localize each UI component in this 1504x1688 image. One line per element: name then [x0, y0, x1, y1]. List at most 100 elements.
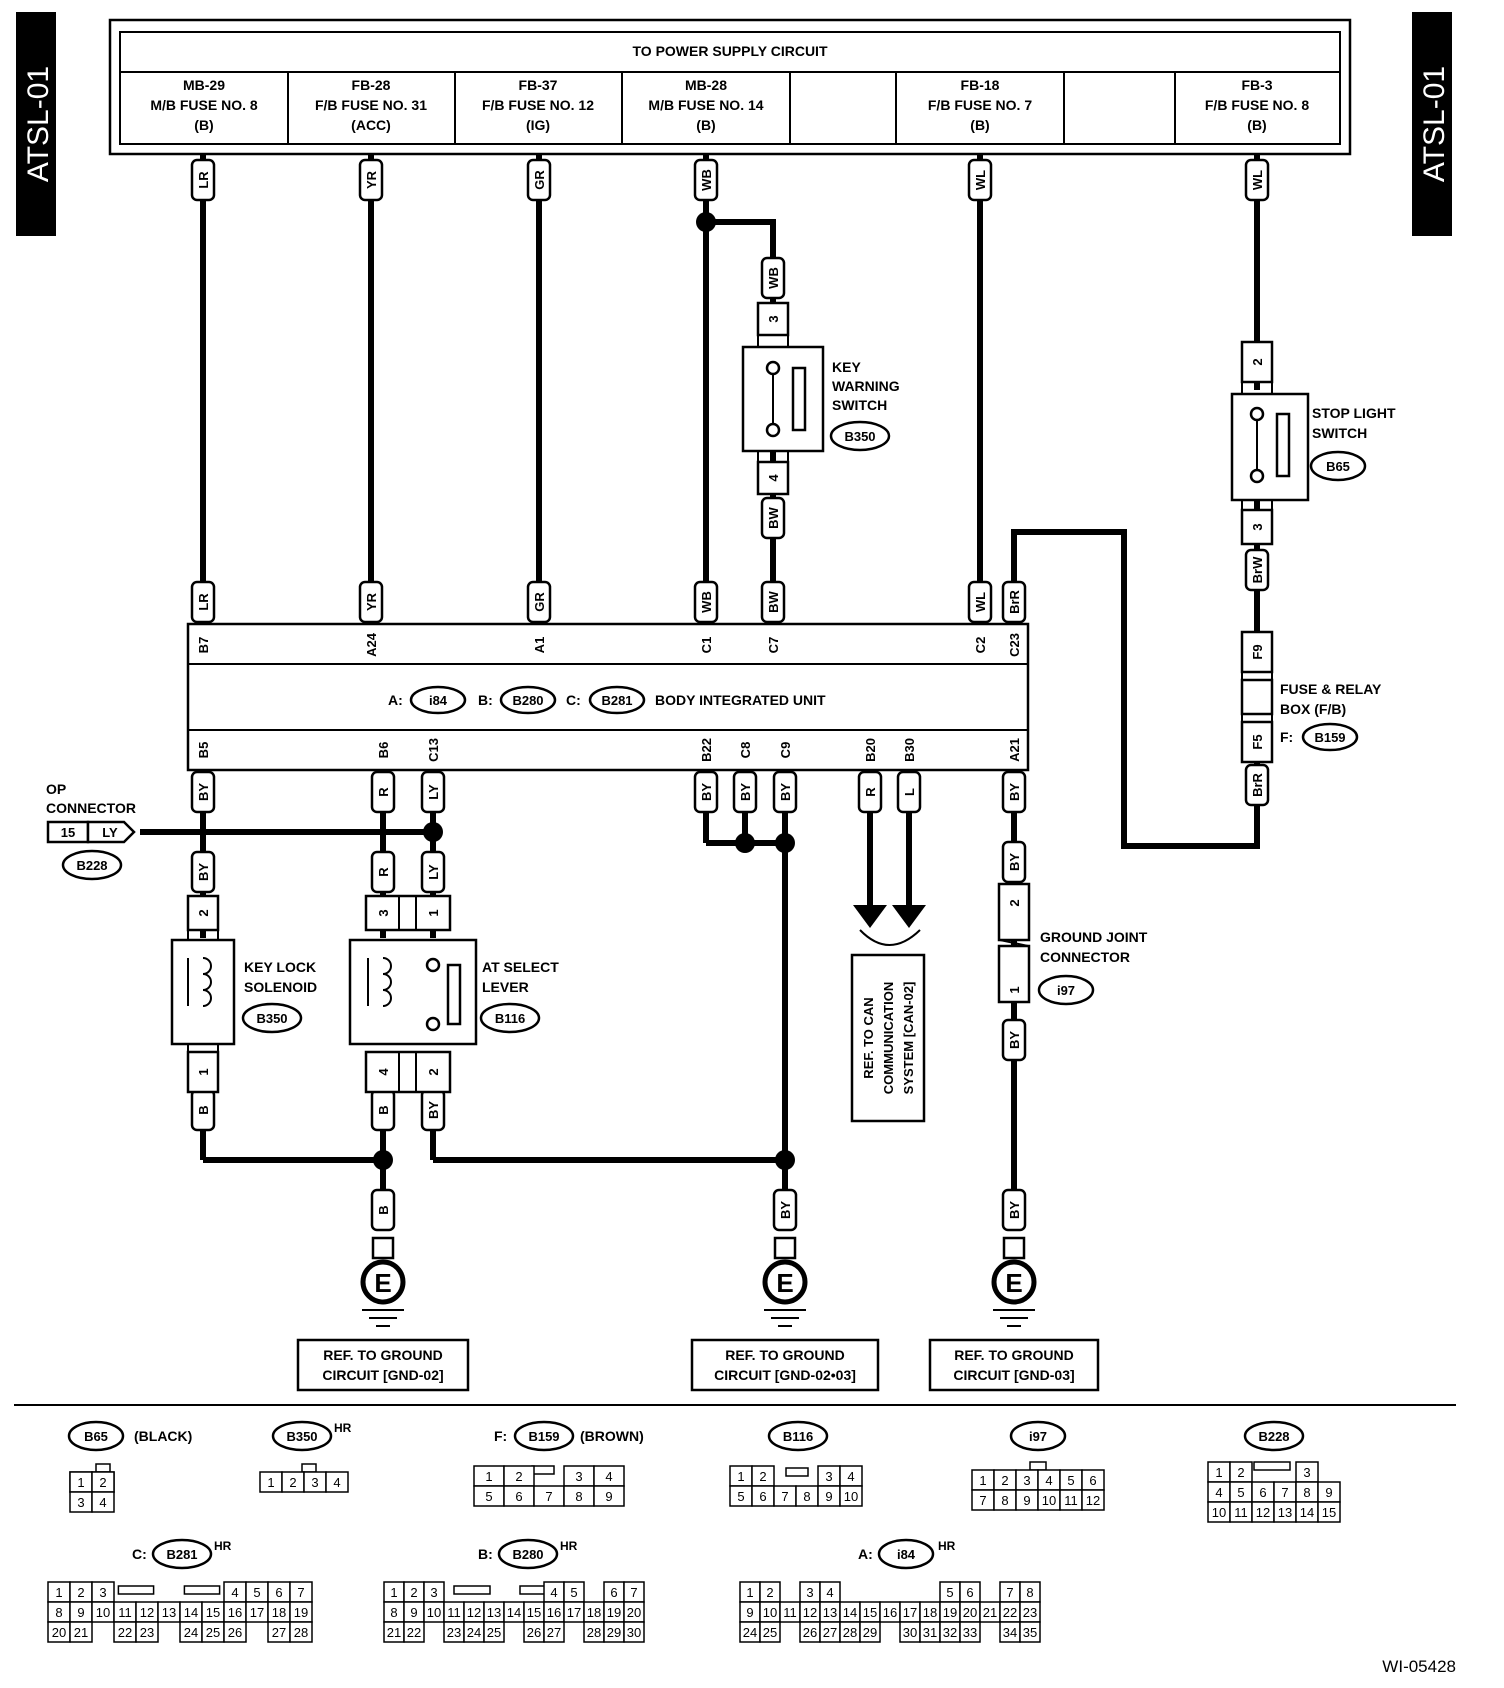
pin-label: C8: [738, 742, 753, 759]
pin-number: 6: [759, 1489, 766, 1504]
connector-view-labels: B65 (BLACK) B350 HR F: B159 (BROWN) B116…: [67, 1420, 1305, 1570]
pin-number: 25: [487, 1625, 501, 1640]
pin-cell: [959, 1621, 981, 1643]
fuse-desc: F/B FUSE NO. 31: [315, 97, 427, 113]
pin-cell: [483, 1621, 505, 1643]
pin-label: 3: [376, 909, 391, 916]
pin-label: 1: [196, 1068, 211, 1075]
pin-number: 28: [843, 1625, 857, 1640]
fuse-desc: F/B FUSE NO. 12: [482, 97, 594, 113]
pin-number: 7: [630, 1585, 637, 1600]
view-name-i84: i84: [897, 1547, 916, 1562]
fuse-desc: F/B FUSE NO. 7: [928, 97, 1032, 113]
pin-number: 24: [467, 1625, 481, 1640]
pin-number: 20: [963, 1605, 977, 1620]
ground-ref-1: REF. TO GROUND: [725, 1347, 845, 1363]
ground-joint-label-2: CONNECTOR: [1040, 949, 1130, 965]
pin-label: B22: [699, 738, 714, 762]
pin-number: 1: [267, 1475, 274, 1490]
pin-number: 1: [1215, 1465, 1222, 1480]
wire-tag: BY: [699, 783, 714, 801]
op-connector-label-2: CONNECTOR: [46, 800, 136, 816]
pin-number: 5: [485, 1489, 492, 1504]
pin-number: 12: [1086, 1493, 1100, 1508]
biu-connector-b: B280: [512, 693, 543, 708]
pin-number: 2: [515, 1469, 522, 1484]
key-warning-connector: B350: [844, 429, 875, 444]
pin-number: 15: [1322, 1505, 1336, 1520]
pin-label: A24: [364, 632, 379, 657]
pin-number: 3: [1303, 1465, 1310, 1480]
pin-number: 7: [781, 1489, 788, 1504]
pin-number: 20: [627, 1605, 641, 1620]
pin-number: 6: [515, 1489, 522, 1504]
pin-number: 27: [272, 1625, 286, 1640]
fuse-id: FB-28: [352, 77, 391, 93]
pin-number: 7: [545, 1489, 552, 1504]
pin-number: 22: [407, 1625, 421, 1640]
pin-number: 5: [946, 1585, 953, 1600]
can-ref-line-3: SYSTEM [CAN-02]: [901, 982, 916, 1095]
stop-light-connector: B65: [1326, 459, 1350, 474]
figure-id: WI-05428: [1382, 1657, 1456, 1676]
pin-label: C2: [973, 637, 988, 654]
pin-number: 3: [825, 1469, 832, 1484]
pin-label: C9: [778, 742, 793, 759]
pin-number: 12: [803, 1605, 817, 1620]
pin-number: 15: [863, 1605, 877, 1620]
pin-label: A21: [1007, 738, 1022, 762]
wire-tag: BY: [738, 783, 753, 801]
wire-tag: BY: [426, 1101, 441, 1119]
pin-number: 22: [1003, 1605, 1017, 1620]
pin-number: 22: [118, 1625, 132, 1640]
fuse-id: MB-28: [685, 77, 727, 93]
pin-number: 10: [763, 1605, 777, 1620]
pin-number: 1: [55, 1585, 62, 1600]
pin-number: 4: [826, 1585, 833, 1600]
ground-ref-1: REF. TO GROUND: [954, 1347, 1074, 1363]
pin-label: C1: [699, 637, 714, 654]
fuse-type: (IG): [526, 117, 550, 133]
pin-label: 3: [1250, 523, 1265, 530]
power-supply-box: TO POWER SUPPLY CIRCUIT: [108, 18, 1352, 156]
pin-number: 10: [1042, 1493, 1056, 1508]
pin-number: 4: [99, 1495, 106, 1510]
wire-tag: R: [376, 867, 391, 877]
can-ref-line-2: COMMUNICATION: [881, 982, 896, 1094]
wire-tag: BW: [766, 590, 781, 612]
pin-cell: [91, 1491, 115, 1513]
fuse-desc: M/B FUSE NO. 8: [150, 97, 258, 113]
ground-joint-connector-id: i97: [1057, 983, 1075, 998]
pin-number: 10: [844, 1489, 858, 1504]
pin-number: 8: [1001, 1493, 1008, 1508]
pin-label: 3: [766, 315, 781, 322]
at-select-lever: 3 1 4 2 AT SELECT LEVER B116: [348, 894, 559, 1094]
pin-number: 1: [737, 1469, 744, 1484]
pin-label: A1: [532, 637, 547, 654]
pin-number: 16: [547, 1605, 561, 1620]
pin-label: B30: [902, 738, 917, 762]
pin-number: 8: [1303, 1485, 1310, 1500]
pin-number: 12: [467, 1605, 481, 1620]
key-lock-connector: B350: [256, 1011, 287, 1026]
pin-label: C13: [426, 738, 441, 762]
view-prefix-b280: B:: [478, 1546, 493, 1562]
biu-prefix-c: C:: [566, 692, 581, 708]
fuse-type: (B): [970, 117, 989, 133]
pin-number: 34: [1003, 1625, 1017, 1640]
pin-number: 11: [447, 1605, 461, 1620]
pin-number: 21: [74, 1625, 88, 1640]
pin-label: B5: [196, 742, 211, 759]
pin-cell: [223, 1621, 247, 1643]
wire-tag: B: [376, 1205, 391, 1214]
pin-label: 4: [376, 1068, 391, 1076]
pin-cell: [859, 1621, 881, 1643]
wire-tag: BY: [778, 783, 793, 801]
wire-tag: BY: [196, 863, 211, 881]
wire-tag: GR: [532, 592, 547, 612]
view-note-b280: HR: [560, 1539, 578, 1553]
pin-number: 1: [979, 1473, 986, 1488]
pin-number: 12: [1256, 1505, 1270, 1520]
wire-tag: BrR: [1007, 589, 1022, 613]
view-note-b65: (BLACK): [134, 1428, 192, 1444]
